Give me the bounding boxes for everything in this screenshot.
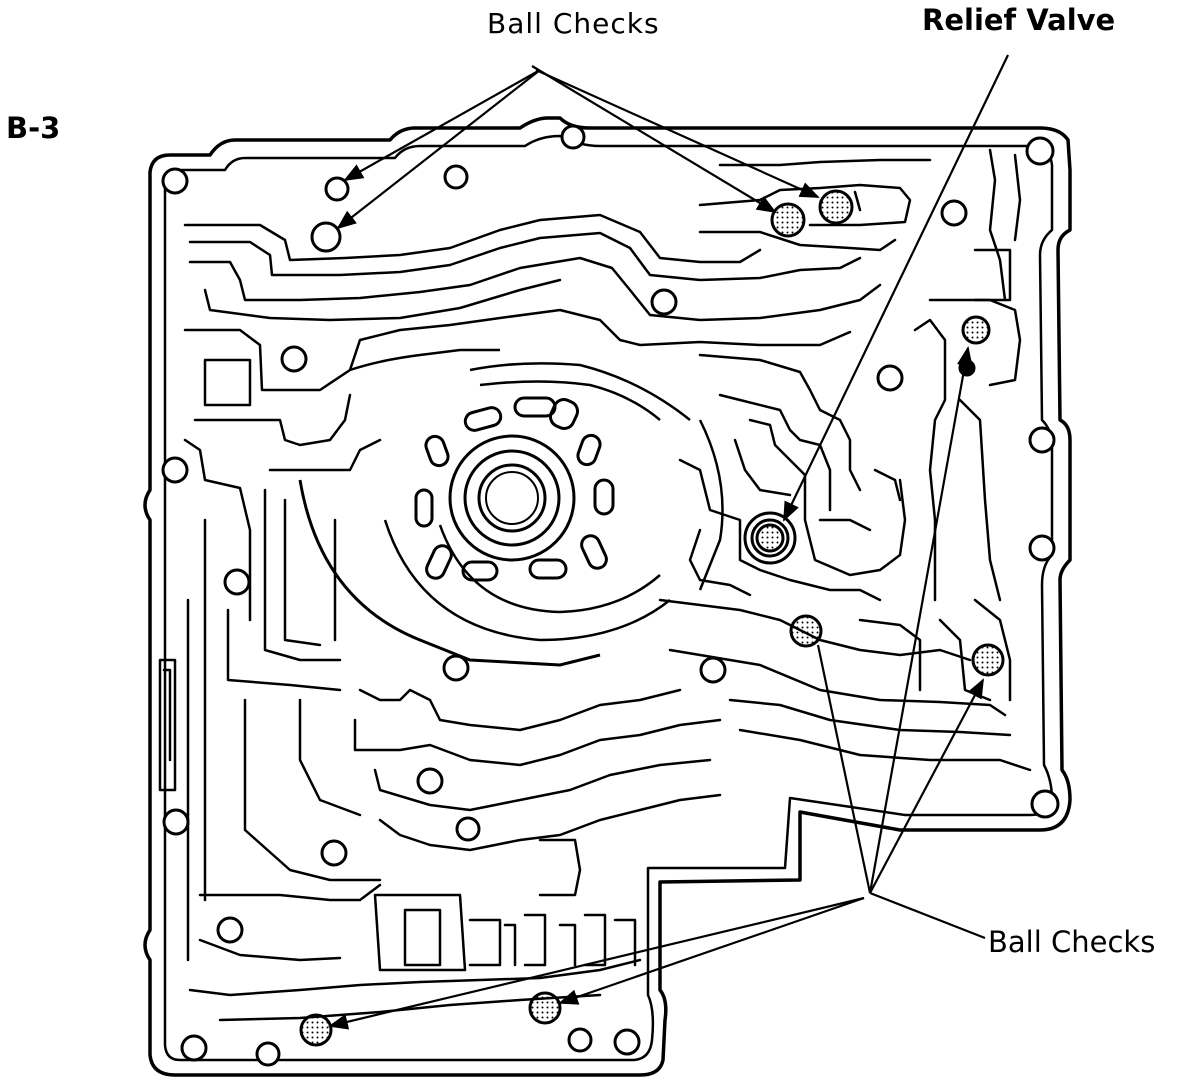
- leader-lines: [328, 54, 1009, 1030]
- relief-valve-label: Relief Valve: [922, 3, 1116, 37]
- ball-checks-top-label: Ball Checks: [487, 7, 660, 40]
- pump-area: [298, 348, 724, 667]
- check-balls: [299, 189, 1005, 1047]
- bolt-holes: [161, 124, 1060, 1067]
- plate-outline: [143, 116, 1072, 1077]
- ball-checks-bottom-label: Ball Checks: [988, 925, 1156, 959]
- relief-valve-boss: [743, 511, 797, 565]
- fluid-passages: [158, 148, 1032, 1022]
- figure-label: B-3: [6, 111, 61, 145]
